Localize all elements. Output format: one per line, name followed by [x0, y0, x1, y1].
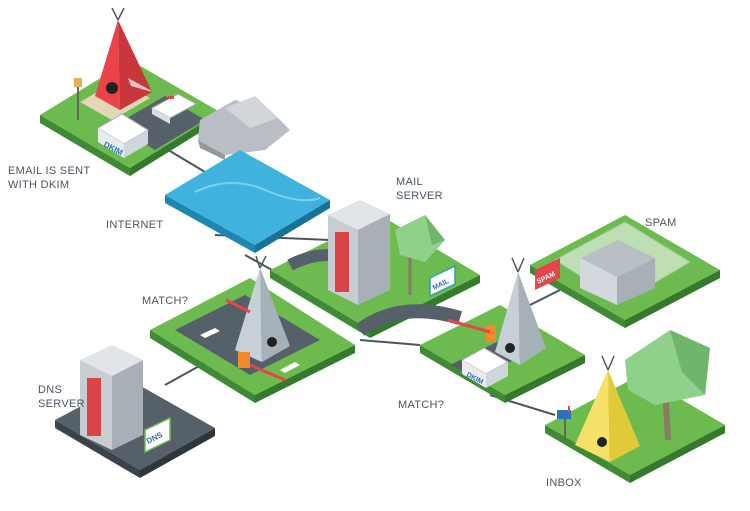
spam-sign: SPAM	[535, 258, 560, 290]
mail-server-building	[328, 200, 390, 305]
mail-server-label: MAIL SERVER	[396, 175, 443, 203]
barrier-left	[225, 298, 286, 382]
email-sent-line2: WITH DKIM	[8, 179, 70, 191]
mail-sign: MAIL	[429, 264, 456, 298]
email-sent-line1: EMAIL IS SENT	[8, 165, 91, 177]
tree-inbox	[625, 330, 710, 441]
grey-tent-left	[235, 255, 290, 362]
dns-server-line1: DNS	[38, 384, 63, 396]
street-lamp	[74, 78, 82, 120]
dkim-van-1: DKIM	[97, 113, 149, 158]
email-sent-label: EMAIL IS SENT WITH DKIM	[8, 164, 90, 192]
match-right-label: MATCH?	[398, 399, 445, 411]
dns-server-building	[80, 345, 143, 450]
internet-water	[165, 150, 330, 253]
dns-sign: DNS	[144, 416, 171, 454]
yellow-tent	[575, 355, 640, 462]
mail-server-line1: MAIL	[396, 176, 423, 188]
grey-tent-right	[495, 257, 546, 365]
mail-server-line2: SERVER	[396, 190, 443, 202]
tree-mail	[395, 215, 445, 295]
spam-building	[580, 240, 655, 305]
spam-label: SPAM	[645, 217, 677, 229]
police-car	[150, 93, 198, 124]
dns-server-line2: SERVER	[38, 398, 85, 410]
match-left-label: MATCH?	[142, 295, 189, 307]
inbox-label: INBOX	[546, 477, 582, 489]
internet-label: INTERNET	[106, 219, 164, 231]
barrier-right	[447, 318, 496, 342]
dns-server-label: DNS SERVER	[38, 383, 85, 411]
red-tent	[95, 7, 152, 110]
mailbox-icon	[557, 406, 571, 440]
cloud	[198, 96, 290, 160]
